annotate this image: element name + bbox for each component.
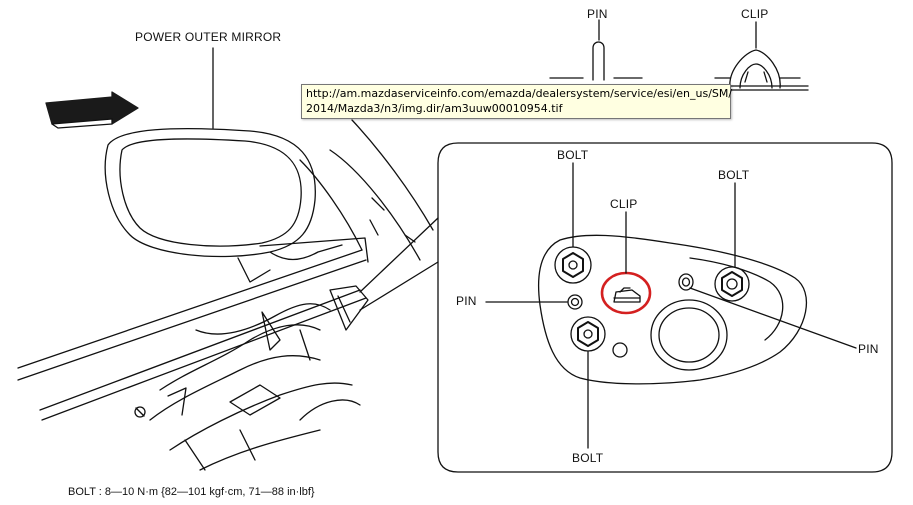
pin-left-label: PIN [456, 294, 477, 308]
clip-highlight-circle [600, 271, 652, 315]
mirror-base-plate [537, 234, 808, 385]
pin-top-label: PIN [587, 7, 608, 21]
pin-right-label: PIN [858, 342, 879, 356]
bolt-bottom-label: BOLT [572, 451, 604, 465]
clip-center-label: CLIP [610, 197, 638, 211]
detail-callout-frame [437, 142, 893, 473]
bolt-bottom [570, 316, 606, 352]
bolt-top-right-label: BOLT [718, 168, 750, 182]
bolt-top-left-label: BOLT [557, 148, 589, 162]
callout-leader-lower [359, 261, 439, 311]
bolt-top-left [554, 246, 592, 284]
clip-top-label: CLIP [741, 7, 769, 21]
direction-arrow [45, 91, 139, 129]
pin-right [678, 273, 694, 291]
tooltip-line-1: http://am.mazdaserviceinfo.com/emazda/de… [306, 87, 733, 100]
bolt-right [714, 266, 750, 302]
clip-profile [714, 21, 809, 91]
leader-pin-right [689, 287, 857, 349]
url-tooltip: http://am.mazdaserviceinfo.com/emazda/de… [301, 84, 733, 119]
callout-leader-upper [359, 217, 439, 293]
torque-spec: BOLT : 8—10 N·m {82—101 kgf·cm, 71—88 in… [68, 486, 315, 498]
door-body [17, 119, 434, 471]
pin-profile [529, 19, 701, 91]
power-outer-mirror [104, 127, 343, 283]
clip-fastener [613, 287, 641, 303]
power-outer-mirror-label: POWER OUTER MIRROR [135, 30, 282, 44]
pin-left [567, 294, 583, 310]
tooltip-line-2: 2014/Mazda3/n3/img.dir/am3uuw00010954.ti… [306, 102, 563, 115]
